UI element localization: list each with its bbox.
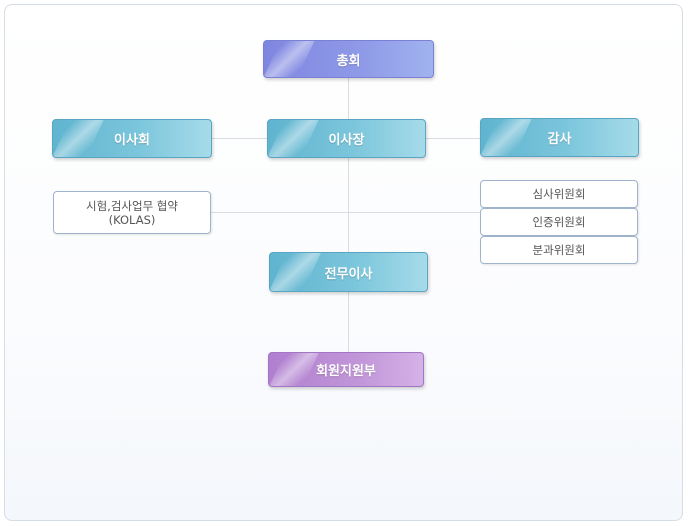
committee-box-review: 심사위원회: [480, 180, 638, 208]
chairman-box: 이사장: [267, 119, 426, 158]
committee-box-subcommittee: 분과위원회: [480, 236, 638, 264]
executive-box: 전무이사: [269, 252, 428, 292]
committee-label-subcommittee: 분과위원회: [532, 243, 586, 257]
general-assembly-box: 총회: [263, 40, 434, 78]
committee-box-certification: 인증위원회: [480, 208, 638, 236]
auditor-box: 감사: [480, 118, 639, 157]
board-label: 이사회: [114, 133, 150, 148]
auditor-label: 감사: [547, 132, 572, 147]
general-assembly-label: 총회: [336, 53, 361, 69]
member-support-label: 회원지원부: [316, 364, 376, 379]
connector-top-vertical: [348, 78, 349, 120]
committee-label-review: 심사위원회: [532, 187, 586, 201]
board-box: 이사회: [52, 119, 212, 158]
connector-board: [211, 138, 268, 139]
chairman-label: 이사장: [328, 133, 365, 148]
member-support-box: 회원지원부: [268, 352, 424, 387]
committee-label-certification: 인증위원회: [532, 215, 586, 229]
agreement-line1: 시험,검사업무 협약: [86, 198, 178, 213]
connector-auditor: [425, 138, 481, 139]
agreement-box: 시험,검사업무 협약 (KOLAS): [53, 191, 211, 234]
executive-label: 전무이사: [324, 266, 373, 282]
agreement-line2: (KOLAS): [108, 212, 156, 227]
connector-agreement-committees: [210, 212, 481, 213]
